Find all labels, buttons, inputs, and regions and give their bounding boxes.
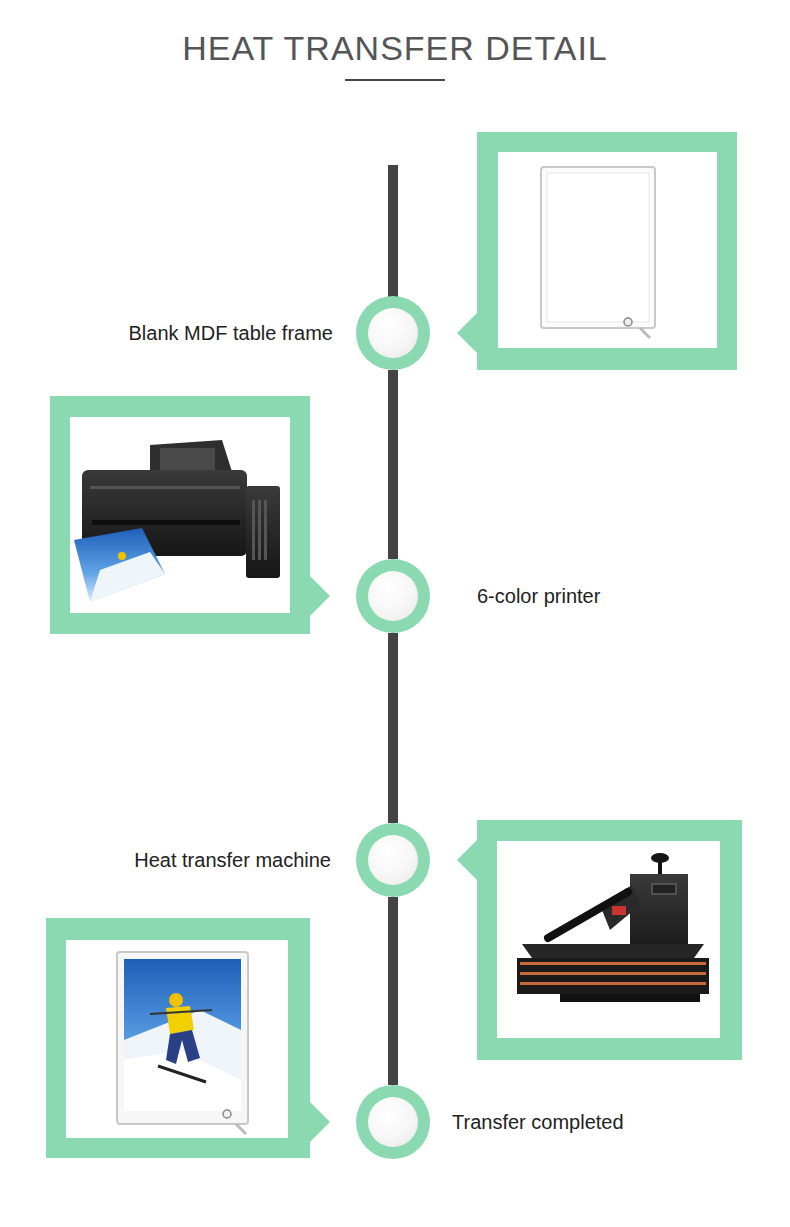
callout-result-part [66, 940, 288, 1138]
timeline-segment [388, 370, 398, 559]
blank-frame-picture [541, 167, 655, 338]
callout-press-part [457, 840, 477, 880]
printer-picture-part [264, 500, 267, 560]
printer-picture-part [252, 500, 255, 560]
blank-frame-picture-part [624, 318, 632, 326]
step-label: Blank MDF table frame [128, 321, 333, 345]
blank-frame-picture-part [547, 173, 649, 322]
callout-result-part [310, 1102, 330, 1142]
callout-result [46, 918, 330, 1158]
step-label: Heat transfer machine [134, 848, 331, 872]
callout-frame [457, 132, 737, 370]
callout-press-part [477, 820, 742, 1060]
callout-result-part [46, 918, 310, 1158]
printer-picture-part [118, 552, 126, 560]
timeline-top [393, 165, 394, 300]
printer-picture-part [74, 528, 165, 602]
printer-picture-part [92, 520, 240, 525]
timeline-step: Heat transfer machine [356, 823, 430, 897]
step-dot [368, 1097, 418, 1147]
printer-picture [74, 440, 280, 602]
heat-press-picture-part [520, 972, 706, 975]
heat-press-picture-part [652, 884, 676, 894]
callout-printer-part [70, 417, 290, 613]
callout-frame-part [457, 313, 477, 353]
finished-frame-picture-part [117, 952, 248, 1124]
callout-printer-part [310, 576, 330, 616]
printer-picture-part [160, 448, 215, 470]
step-label: Transfer completed [452, 1110, 624, 1134]
finished-frame-picture-part [124, 959, 241, 1111]
finished-frame-picture-part [158, 1066, 206, 1082]
callout-frame-part [477, 132, 737, 370]
timeline-step: Transfer completed [356, 1085, 430, 1159]
printer-picture-part [90, 552, 165, 602]
page-title: HEAT TRANSFER DETAIL [0, 28, 790, 68]
heat-press-picture-part [517, 958, 709, 994]
heat-press-picture-part [560, 994, 700, 1002]
finished-frame-picture-part [150, 1010, 212, 1014]
finished-frame-picture-part [236, 1124, 246, 1134]
finished-frame-picture-part [166, 1030, 200, 1064]
printer-picture-part [90, 486, 240, 489]
step-dot [368, 308, 418, 358]
heat-press-picture-part [612, 906, 626, 915]
finished-frame-picture-part [124, 1050, 241, 1111]
finished-frame-picture-part [169, 993, 183, 1007]
blank-frame-picture-part [640, 328, 650, 338]
timeline-top-part [388, 165, 398, 300]
timeline-step: Blank MDF table frame [356, 296, 430, 370]
callout-printer [50, 396, 330, 634]
heat-press-picture-part [522, 944, 704, 958]
callout-press [457, 820, 742, 1060]
title-underline-part [345, 79, 445, 81]
heat-press-picture-part [520, 962, 706, 965]
finished-frame-picture-part [166, 1006, 194, 1034]
callout-printer-part [50, 396, 310, 634]
heat-press-picture-part [520, 982, 706, 985]
timeline-segment [388, 633, 398, 823]
printer-picture-part [258, 500, 261, 560]
callout-frame-part [498, 152, 717, 348]
step-dot [368, 571, 418, 621]
title-underline [345, 80, 445, 81]
heat-press-picture-part [548, 892, 628, 938]
finished-frame-picture [117, 952, 248, 1134]
blank-frame-picture-part [541, 167, 655, 328]
step-label: 6-color printer [477, 584, 600, 608]
step-dot [368, 835, 418, 885]
finished-frame-picture-part [223, 1110, 231, 1118]
timeline-step: 6-color printer [356, 559, 430, 633]
printer-picture-part [246, 486, 280, 578]
callout-press-part [497, 841, 720, 1038]
heat-press-picture [517, 853, 709, 1002]
heat-press-picture-part [651, 853, 669, 863]
timeline-segment [388, 897, 398, 1085]
